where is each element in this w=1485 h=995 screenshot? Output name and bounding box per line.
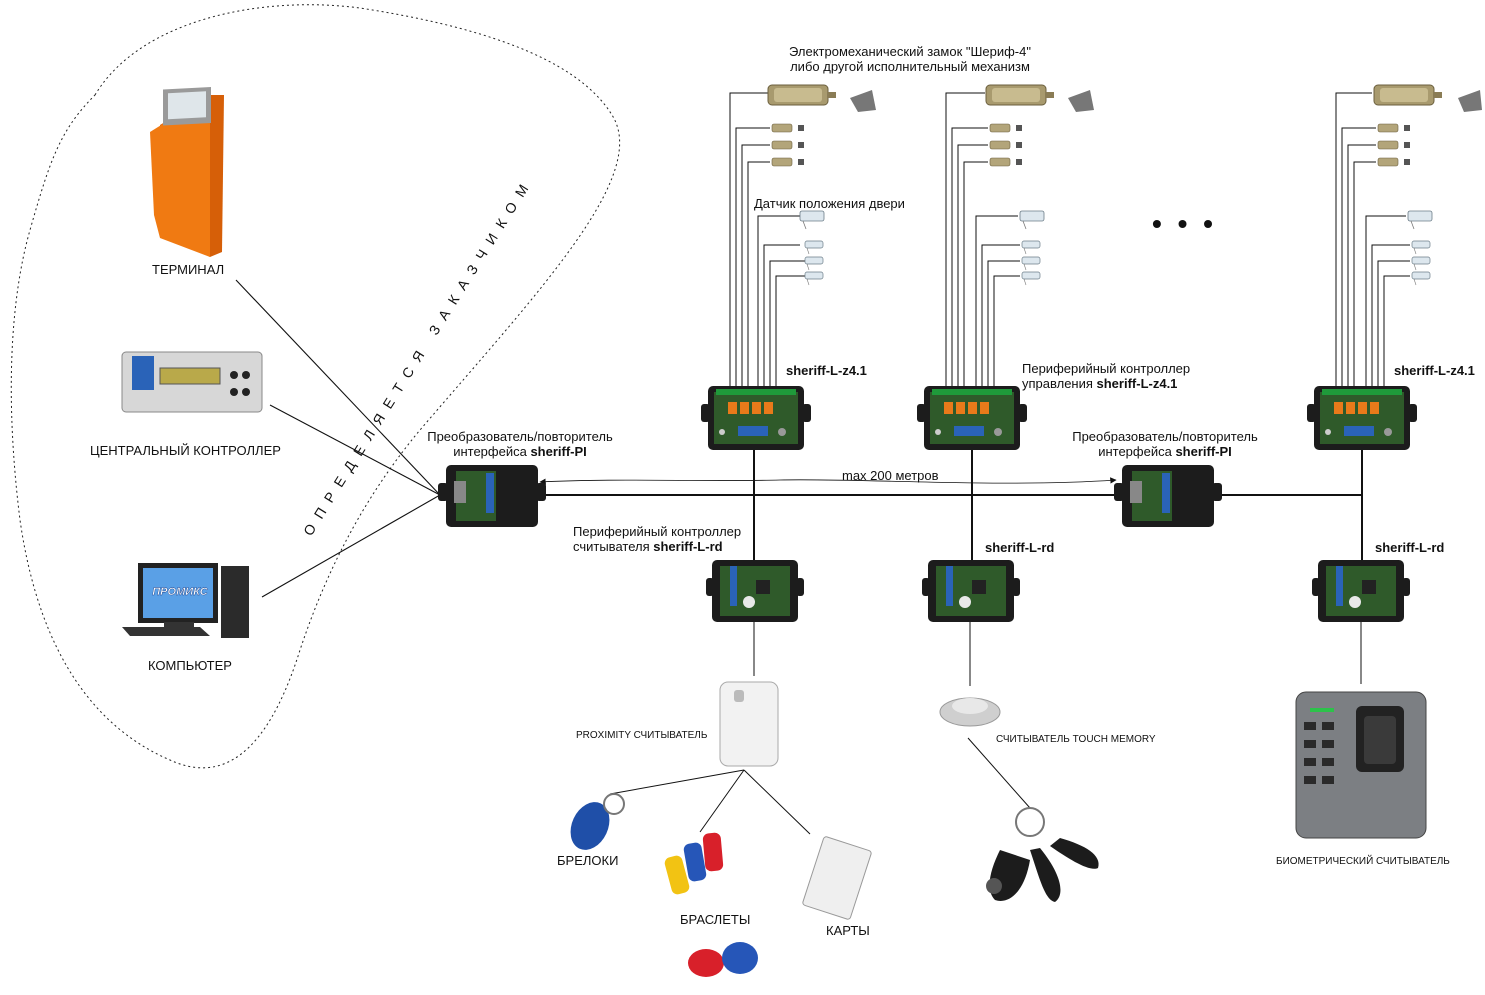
- pi-converter-2: [1114, 465, 1222, 527]
- door-sensor-label: Датчик положения двери: [754, 196, 905, 211]
- central-controller-image: [121, 351, 263, 413]
- periph-reader-label: Периферийный контроллер считывателя sher…: [573, 524, 741, 554]
- periph-reader-line-2-prefix: считывателя: [573, 539, 654, 554]
- z41-label-2: sheriff-L-z4.1: [1096, 376, 1178, 391]
- converter-2-label: Преобразователь/повторитель интерфейса s…: [1060, 429, 1270, 459]
- periph-reader-line-1: Периферийный контроллер: [573, 524, 742, 539]
- sensor-group-2: [1019, 210, 1045, 286]
- converter-2-line-1: Преобразователь/повторитель: [1072, 429, 1258, 444]
- converter-1-line-2-prefix: интерфейса: [453, 444, 531, 459]
- z41-controller-1: [701, 386, 811, 450]
- converter-1-label: Преобразователь/повторитель интерфейса s…: [420, 429, 620, 459]
- touch-memory-keys-image: [986, 807, 1099, 902]
- rd-label-1: sheriff-L-rd: [653, 539, 723, 554]
- periph-mgmt-line-1: Периферийный контроллер: [1022, 361, 1191, 376]
- z41-controller-3: [1307, 386, 1417, 450]
- lock-group-1: [767, 84, 876, 167]
- cards-label: КАРТЫ: [826, 923, 870, 938]
- rd-label-3: sheriff-L-rd: [1375, 540, 1445, 555]
- touch-memory-reader-image: [939, 697, 1001, 727]
- sensor-group-1: [799, 210, 825, 286]
- terminal-label: ТЕРМИНАЛ: [152, 262, 225, 277]
- lock-title-line-1: Электромеханический замок "Шериф-4": [789, 44, 1031, 59]
- card-image: [802, 836, 872, 920]
- biometric-reader-label: БИОМЕТРИЧЕСКИЙ СЧИТЫВАТЕЛЬ: [1276, 856, 1450, 867]
- z41-controller-2: [917, 386, 1027, 450]
- rd-controller-3: [1312, 560, 1410, 622]
- lock-title-line-2: либо другой исполнительный механизм: [790, 59, 1030, 74]
- rd-controller-2: [922, 560, 1020, 622]
- bracelets-label: БРАСЛЕТЫ: [680, 912, 751, 927]
- lock-group-3: [1373, 84, 1482, 167]
- converter-2-model: sheriff-PI: [1175, 444, 1232, 459]
- wires-col-3: [1335, 92, 1410, 388]
- wires-col-1: [729, 92, 805, 388]
- customer-boundary: [10, 4, 621, 769]
- wires-col-2: [945, 92, 1020, 388]
- promix-logo: ПРОМИКС: [152, 586, 208, 598]
- rd-label-2: sheriff-L-rd: [985, 540, 1055, 555]
- proximity-reader-label: PROXIMITY СЧИТЫВАТЕЛЬ: [576, 730, 708, 741]
- converter-1-model: sheriff-PI: [530, 444, 587, 459]
- periph-mgmt-line-2-prefix: управления: [1022, 376, 1097, 391]
- bracelets-image: [664, 832, 758, 977]
- pi-converter-1: [438, 465, 546, 527]
- fob-image: [570, 793, 625, 850]
- lock-group-2: [985, 84, 1094, 167]
- converter-1-line-1: Преобразователь/повторитель: [427, 429, 613, 444]
- terminal-image: [150, 86, 224, 257]
- fobs-label: БРЕЛОКИ: [557, 853, 619, 868]
- ellipsis-label: • • •: [1152, 208, 1217, 239]
- central-controller-label: ЦЕНТРАЛЬНЫЙ КОНТРОЛЛЕР: [90, 443, 281, 458]
- z41-label-1: sheriff-L-z4.1: [786, 363, 867, 378]
- periph-mgmt-label: Периферийный контроллер управления sheri…: [1022, 361, 1190, 391]
- rd-controller-1: [706, 560, 804, 622]
- biometric-reader-image: [1295, 691, 1427, 839]
- converter-2-line-2-prefix: интерфейса: [1098, 444, 1176, 459]
- sensor-group-3: [1407, 210, 1433, 286]
- z41-label-3: sheriff-L-z4.1: [1394, 363, 1475, 378]
- max-distance-label: max 200 метров: [842, 468, 939, 483]
- computer-label: КОМПЬЮТЕР: [148, 658, 232, 673]
- proximity-reader-image: [719, 681, 779, 767]
- touch-memory-reader-label: СЧИТЫВАТЕЛЬ TOUCH MEMORY: [996, 734, 1156, 745]
- computer-image: [122, 563, 249, 638]
